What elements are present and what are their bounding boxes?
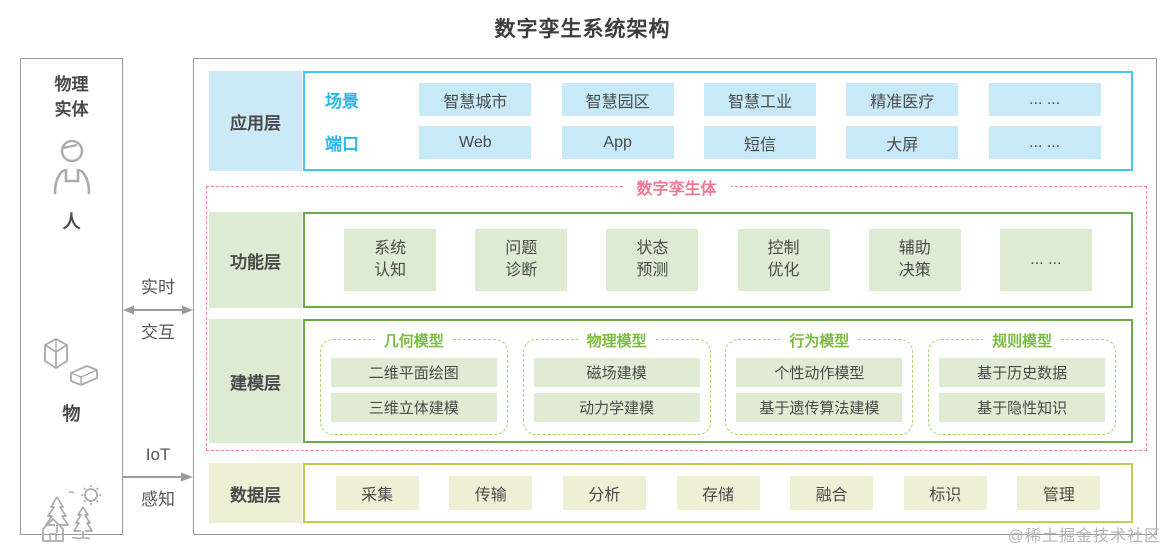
connector-iot-bottom-label: 感知 — [141, 490, 175, 509]
modeling-group-rules: 规则模型 基于历史数据 基于隐性知识 — [928, 330, 1117, 435]
app-scene-item: 精准医疗 — [846, 83, 959, 116]
modeling-item: 基于隐性知识 — [939, 393, 1106, 422]
application-layer-label: 应用层 — [209, 71, 302, 171]
physical-entity-title: 物理 实体 — [54, 75, 89, 119]
modeling-group-physics: 物理模型 磁场建模 动力学建模 — [522, 330, 711, 435]
modeling-group-behavior-items: 个性动作模型 基于遗传算法建模 — [726, 340, 912, 434]
data-item: 分析 — [562, 476, 646, 510]
data-item: 传输 — [449, 476, 533, 510]
data-layer-container: 采集 传输 分析 存储 融合 标识 管理 — [303, 463, 1133, 523]
modeling-layer-label: 建模层 — [209, 319, 302, 443]
person-icon — [21, 137, 122, 204]
app-port-item: App — [561, 126, 674, 159]
application-port-row: 端口 Web App 短信 大屏 ... ... — [305, 126, 1131, 159]
physical-entity-object: 物 — [21, 337, 122, 426]
app-port-item: 大屏 — [846, 126, 959, 159]
function-item: 问题 诊断 — [475, 229, 568, 291]
connector-iot-top-label: IoT — [145, 445, 171, 464]
application-scene-row: 场景 智慧城市 智慧园区 智慧工业 精准医疗 ... ... — [305, 83, 1131, 116]
double-arrow-icon — [123, 305, 193, 315]
data-item: 采集 — [335, 476, 419, 510]
function-layer-label: 功能层 — [209, 212, 302, 308]
data-item: 标识 — [903, 476, 987, 510]
modeling-item: 二维平面绘图 — [330, 358, 497, 387]
app-port-item: Web — [419, 126, 532, 159]
data-layer-label: 数据层 — [209, 463, 302, 523]
function-item: 系统 认知 — [344, 229, 437, 291]
data-item: 融合 — [790, 476, 874, 510]
modeling-group-geometry-items: 二维平面绘图 三维立体建模 — [321, 340, 507, 434]
application-scene-row-label: 场景 — [325, 92, 359, 111]
data-item: 管理 — [1017, 476, 1101, 510]
physical-entity-person: 人 — [21, 137, 122, 234]
physical-entity-person-label: 人 — [62, 212, 81, 232]
modeling-group-rules-items: 基于历史数据 基于隐性知识 — [929, 340, 1115, 434]
digital-twin-region: 数字孪生体 — [206, 175, 1147, 451]
function-item-more: ... ... — [999, 229, 1092, 291]
connector-realtime-bottom-label: 交互 — [141, 323, 175, 342]
modeling-item: 动力学建模 — [533, 393, 700, 422]
application-port-row-label: 端口 — [325, 135, 359, 154]
modeling-item: 磁场建模 — [533, 358, 700, 387]
app-port-item: 短信 — [703, 126, 816, 159]
modeling-layer-container: 几何模型 二维平面绘图 三维立体建模 物理模型 磁场建模 动力学建模 行为模型 … — [303, 319, 1133, 443]
modeling-item: 基于历史数据 — [939, 358, 1106, 387]
app-scene-item: 智慧城市 — [419, 83, 532, 116]
page-title: 数字孪生系统架构 — [494, 18, 671, 41]
connector-iot: IoT 感知 — [123, 446, 193, 508]
connector-realtime: 实时 交互 — [123, 279, 193, 341]
app-scene-item-more: ... ... — [988, 83, 1101, 116]
modeling-group-behavior-title: 行为模型 — [780, 330, 859, 351]
architecture-panel: 应用层 场景 智慧城市 智慧园区 智慧工业 精准医疗 ... ... 端口 We… — [193, 58, 1157, 535]
connector-realtime-top-label: 实时 — [141, 278, 175, 297]
function-item: 状态 预测 — [606, 229, 699, 291]
right-arrow-icon — [123, 472, 193, 482]
physical-entity-object-label: 物 — [62, 404, 81, 424]
app-scene-item: 智慧园区 — [561, 83, 674, 116]
function-layer-container: 系统 认知 问题 诊断 状态 预测 控制 优化 辅助 决策 ... ... — [303, 212, 1133, 308]
function-item: 辅助 决策 — [868, 229, 961, 291]
modeling-group-behavior: 行为模型 个性动作模型 基于遗传算法建模 — [725, 330, 914, 435]
digital-twin-label: 数字孪生体 — [622, 175, 731, 199]
app-scene-item: 智慧工业 — [703, 83, 816, 116]
modeling-group-geometry: 几何模型 二维平面绘图 三维立体建模 — [319, 330, 508, 435]
physical-entity-panel: 物理 实体 人 — [20, 58, 123, 542]
modeling-group-physics-items: 磁场建模 动力学建模 — [524, 340, 710, 434]
function-item: 控制 优化 — [737, 229, 830, 291]
modeling-group-geometry-title: 几何模型 — [374, 330, 453, 351]
data-item: 存储 — [676, 476, 760, 510]
application-scene-items: 智慧城市 智慧园区 智慧工业 精准医疗 ... ... — [389, 83, 1131, 116]
modeling-item: 基于遗传算法建模 — [736, 393, 903, 422]
watermark: @稀土掘金技术社区 — [1007, 528, 1161, 545]
scene-icon — [21, 483, 122, 548]
objects-icon — [21, 337, 122, 396]
app-port-item-more: ... ... — [988, 126, 1101, 159]
application-layer-container: 场景 智慧城市 智慧园区 智慧工业 精准医疗 ... ... 端口 Web Ap… — [303, 71, 1133, 171]
modeling-group-physics-title: 物理模型 — [577, 330, 656, 351]
modeling-group-rules-title: 规则模型 — [983, 330, 1062, 351]
physical-entity-scene: 景 — [21, 483, 122, 548]
modeling-item: 三维立体建模 — [330, 393, 497, 422]
modeling-item: 个性动作模型 — [736, 358, 903, 387]
application-port-items: Web App 短信 大屏 ... ... — [389, 126, 1131, 159]
